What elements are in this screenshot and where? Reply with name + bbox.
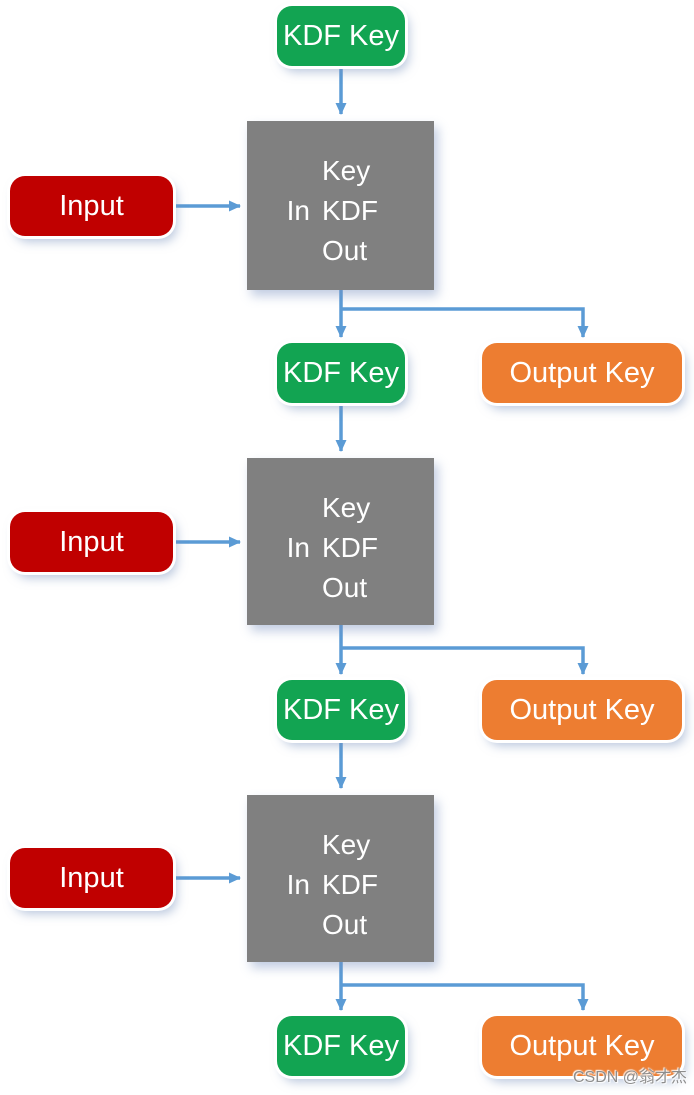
arrow-kdf1-to-outputkey1 [341,307,589,338]
kdf-block-1-out-label: Out [322,235,368,266]
input-node-1: Input [10,176,173,236]
kdf-block-2: Key In KDF Out [247,458,434,625]
kdf-block-1: Key In KDF Out [247,121,434,290]
kdf-key-node-1: KDF Key [277,343,405,403]
kdf-block-3-in-label: In [286,869,310,900]
kdf-block-3: Key In KDF Out [247,795,434,962]
csdn-watermark: CSDN @翁才杰 [573,1069,688,1086]
arrow-kdf3-to-outputkey3 [341,983,589,1011]
kdf-block-2-kdf-label: KDF [322,532,378,563]
kdf-block-3-key-label: Key [322,829,371,860]
kdf-block-1-in-label: In [286,195,310,226]
arrow-kdf2-to-outputkey2 [341,646,589,675]
kdf-key-node-0: KDF Key [277,6,405,66]
input-node-2: Input [10,512,173,572]
kdf-key-node-3: KDF Key [277,1016,405,1076]
kdf-block-2-in-label: In [286,532,310,563]
output-key-node-2: Output Key [482,680,682,740]
input-node-3: Input [10,848,173,908]
kdf-block-1-kdf-label: KDF [322,195,378,226]
kdf-block-2-out-label: Out [322,572,368,603]
kdf-block-3-out-label: Out [322,909,368,940]
kdf-block-2-key-label: Key [322,492,371,523]
output-key-node-1: Output Key [482,343,682,403]
kdf-key-node-2: KDF Key [277,680,405,740]
kdf-block-3-kdf-label: KDF [322,869,378,900]
kdf-block-1-key-label: Key [322,155,371,186]
output-key-node-3: Output Key [482,1016,682,1076]
